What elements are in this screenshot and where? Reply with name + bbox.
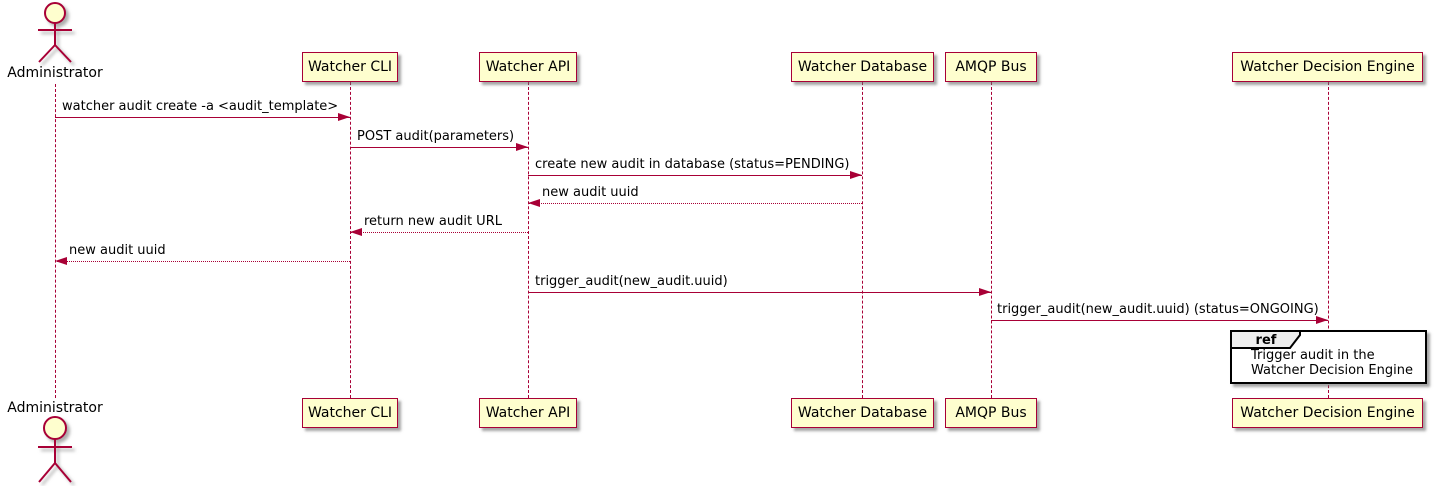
lifeline-administrator (55, 84, 56, 398)
arrowhead-icon (516, 142, 528, 151)
ref-fragment: ref Trigger audit in the Watcher Decisio… (1230, 330, 1427, 384)
message-line (528, 203, 862, 204)
message-line (528, 175, 862, 176)
lifeline-watcher-decision-engine (1328, 82, 1329, 398)
lifeline-watcher-cli (350, 82, 351, 398)
message-line (350, 147, 528, 148)
arrowhead-icon (338, 112, 350, 121)
message-line (991, 320, 1328, 321)
participant-watcher-database-bottom: Watcher Database (791, 398, 934, 428)
ref-tab-icon (1230, 330, 1301, 349)
arrowhead-icon (850, 170, 862, 179)
participant-watcher-decision-engine-bottom: Watcher Decision Engine (1232, 398, 1423, 428)
arrowhead-icon (55, 256, 67, 265)
message-line (350, 232, 528, 233)
ref-keyword: ref (1255, 333, 1277, 348)
ref-body: Trigger audit in the Watcher Decision En… (1251, 348, 1413, 378)
lifeline-watcher-database (862, 82, 863, 398)
participant-watcher-api-bottom: Watcher API (479, 398, 577, 428)
actor-icon (38, 416, 72, 483)
actor-label-administrator-bottom: Administrator (7, 400, 103, 416)
message-label: new audit uuid (69, 243, 166, 258)
message-label: POST audit(parameters) (357, 129, 515, 144)
message-line (55, 261, 350, 262)
participant-watcher-cli-bottom: Watcher CLI (302, 398, 398, 428)
participant-watcher-cli-top: Watcher CLI (302, 52, 398, 82)
arrowhead-icon (1316, 315, 1328, 324)
actor-label-administrator-top: Administrator (7, 65, 103, 81)
arrowhead-icon (979, 287, 991, 296)
message-label: create new audit in database (status=PEN… (535, 157, 850, 172)
participant-watcher-database-top: Watcher Database (791, 52, 934, 82)
participant-watcher-api-top: Watcher API (479, 52, 577, 82)
message-label: trigger_audit(new_audit.uuid) (535, 274, 728, 289)
arrowhead-icon (528, 198, 540, 207)
message-label: trigger_audit(new_audit.uuid) (status=ON… (997, 302, 1319, 317)
ref-text-line: Trigger audit in the (1251, 348, 1375, 363)
actor-icon (38, 2, 72, 63)
participant-watcher-decision-engine-top: Watcher Decision Engine (1232, 52, 1423, 82)
message-line (528, 292, 991, 293)
lifeline-amqp-bus (991, 82, 992, 398)
participant-amqp-bus-bottom: AMQP Bus (945, 398, 1037, 428)
ref-text-line: Watcher Decision Engine (1251, 363, 1413, 378)
message-label: return new audit URL (364, 214, 502, 229)
message-line (55, 117, 350, 118)
lifeline-watcher-api (528, 82, 529, 398)
message-label: watcher audit create -a <audit_template> (62, 99, 339, 114)
message-label: new audit uuid (542, 185, 639, 200)
participant-amqp-bus-top: AMQP Bus (945, 52, 1037, 82)
arrowhead-icon (350, 227, 362, 236)
